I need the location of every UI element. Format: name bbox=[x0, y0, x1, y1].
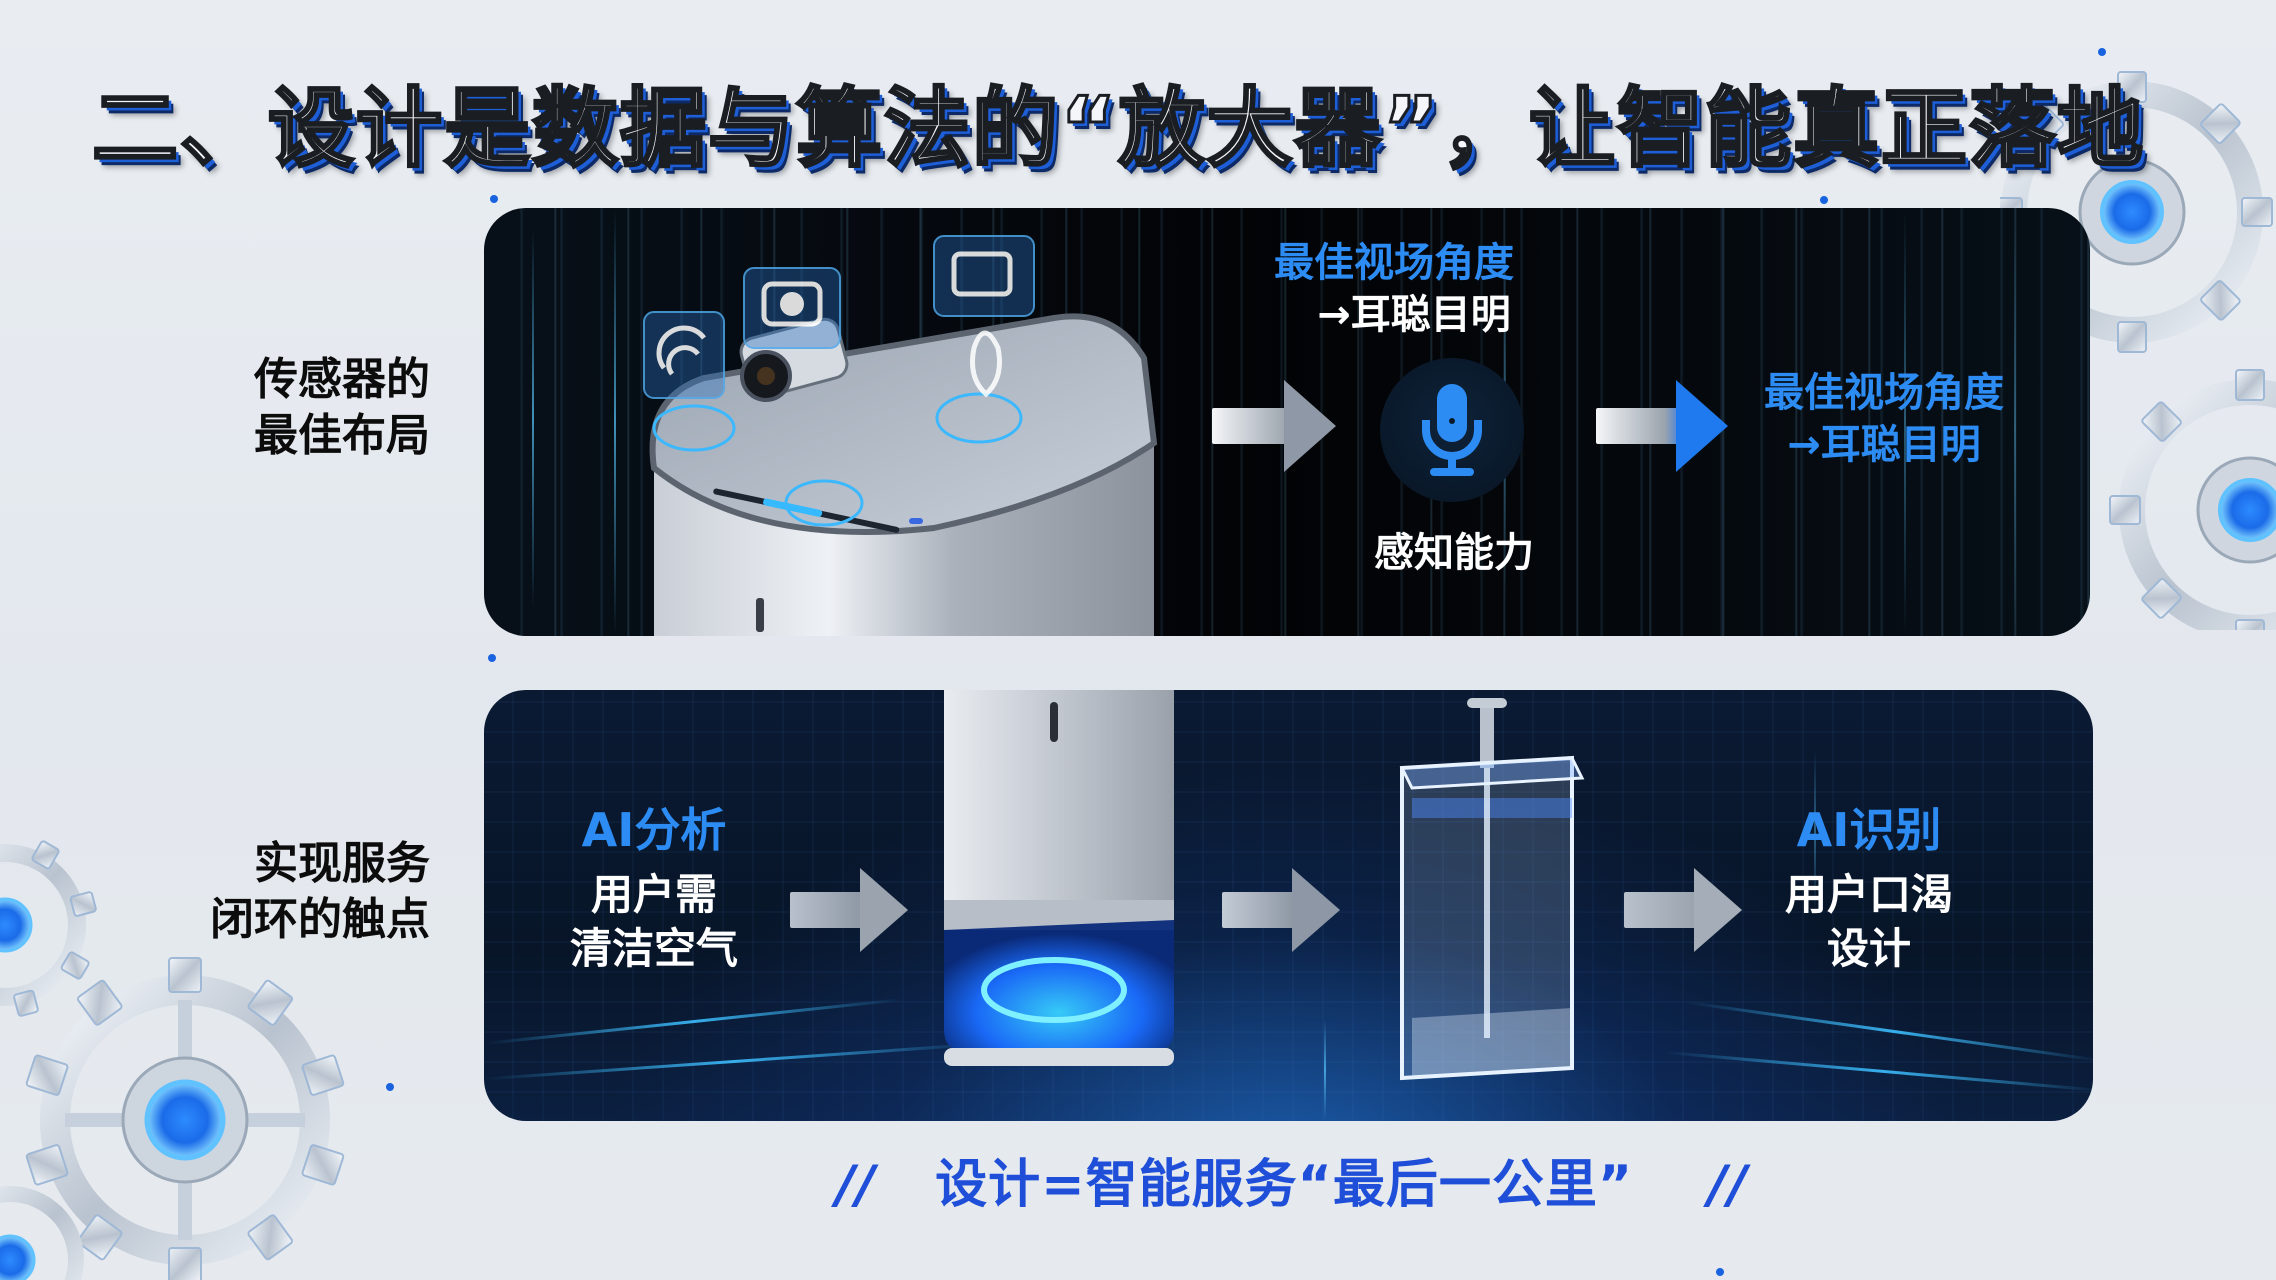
row-label-service-touchpoint: 实现服务 闭环的触点 bbox=[180, 836, 430, 948]
gear-decoration-bottom-left bbox=[0, 840, 345, 1280]
accent-dot bbox=[1716, 1268, 1724, 1276]
accent-dot bbox=[2098, 48, 2106, 56]
tagline-text: 设计=智能服务“最后一公里” bbox=[935, 1155, 1634, 1215]
accent-dot bbox=[490, 195, 498, 203]
sensor-layout-panel: 最佳视场角度 →耳聪目明 感知能力 最佳视场角度 →耳聪目明 bbox=[484, 208, 2090, 636]
callout-subtext: →耳聪目明 bbox=[1317, 292, 1511, 338]
callout-view-angle-right: 最佳视场角度 →耳聪目明 bbox=[1734, 368, 2034, 472]
callout-view-angle: 最佳视场角度 →耳聪目明 bbox=[1244, 238, 1544, 342]
decorative-slashes-left: // bbox=[836, 1155, 876, 1215]
callout-line: 清洁空气 bbox=[569, 924, 738, 973]
accent-dot bbox=[488, 654, 496, 662]
flow-arrow bbox=[1624, 868, 1744, 952]
flow-arrow bbox=[1212, 380, 1336, 472]
callout-subtext: →耳聪目明 bbox=[1787, 422, 1981, 468]
callout-heading: 最佳视场角度 bbox=[1274, 240, 1514, 286]
service-touchpoint-panel: AI分析 用户需 清洁空气 bbox=[484, 690, 2093, 1121]
row-label-line: 传感器的 bbox=[254, 354, 430, 405]
row-label-line: 闭环的触点 bbox=[210, 894, 430, 945]
light-streak bbox=[484, 998, 904, 1045]
callout-ai-analysis: AI分析 用户需 清洁空气 bbox=[544, 800, 764, 976]
mic-caption: 感知能力 bbox=[1374, 530, 1534, 576]
callout-line: 用户需 bbox=[590, 870, 717, 919]
footer-tagline: // 设计=智能服务“最后一公里” // bbox=[836, 1142, 1748, 1217]
mic-icon-badge bbox=[1380, 358, 1524, 502]
row-label-line: 实现服务 bbox=[254, 838, 430, 889]
flow-arrow bbox=[790, 868, 910, 952]
light-line bbox=[1324, 1020, 1326, 1120]
callout-line: 设计 bbox=[1826, 924, 1911, 973]
callout-ai-recognition: AI识别 用户口渴 设计 bbox=[1754, 800, 1984, 976]
data-stream-line bbox=[614, 208, 616, 636]
row-label-sensor-layout: 传感器的 最佳布局 bbox=[230, 352, 430, 464]
light-streak bbox=[1664, 1050, 2093, 1093]
flow-arrow bbox=[1596, 380, 1728, 472]
accent-dot bbox=[1820, 196, 1828, 204]
callout-heading: AI分析 bbox=[581, 803, 727, 857]
smart-device-illustration bbox=[643, 235, 1158, 636]
flow-arrow bbox=[1222, 868, 1342, 952]
row-label-line: 最佳布局 bbox=[254, 410, 430, 461]
callout-heading: AI识别 bbox=[1796, 803, 1942, 857]
data-stream-line bbox=[532, 228, 534, 608]
callout-line: 用户口渴 bbox=[1784, 870, 1953, 919]
light-line bbox=[1814, 750, 1816, 910]
page-title: 二、设计是数据与算法的“放大器”，让智能真正落地 bbox=[90, 78, 2146, 181]
data-stream-line bbox=[2014, 228, 2016, 628]
gear-decoration-top-right bbox=[2000, 71, 2276, 630]
callout-heading: 最佳视场角度 bbox=[1764, 370, 2004, 416]
data-stream-line bbox=[1904, 208, 1906, 636]
light-streak bbox=[1685, 1000, 2093, 1063]
microphone-icon bbox=[1422, 384, 1482, 476]
accent-dot bbox=[386, 1083, 394, 1091]
light-streak bbox=[484, 1042, 984, 1081]
air-purifier-illustration bbox=[944, 690, 1174, 1066]
water-dispenser-illustration bbox=[1399, 698, 1585, 1081]
decorative-slashes-right: // bbox=[1708, 1155, 1749, 1215]
